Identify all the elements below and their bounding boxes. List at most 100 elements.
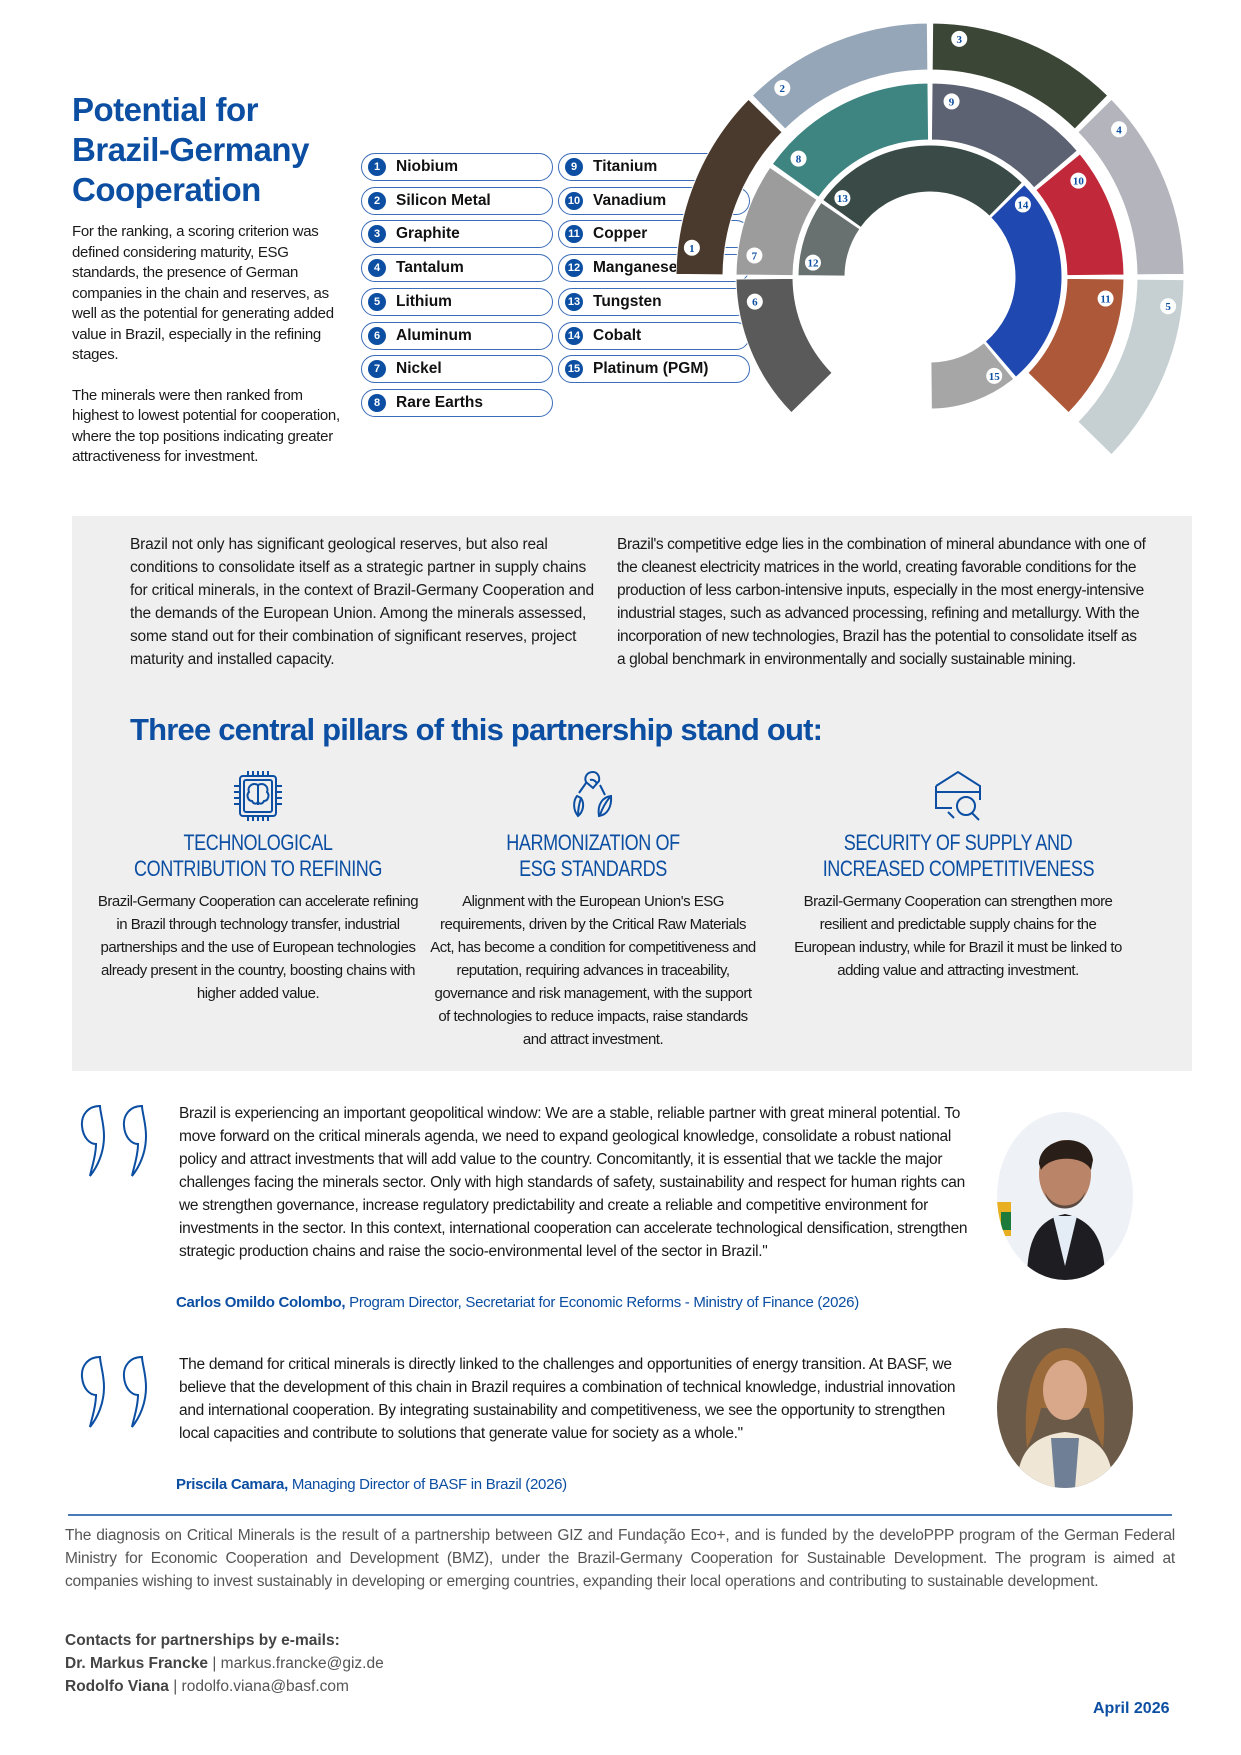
ring-badge — [746, 293, 763, 310]
legend-item-silicon-metal: 2 Silicon Metal — [361, 186, 553, 215]
ring-badge-label: 5 — [1165, 301, 1171, 313]
legend-item-graphite: 3 Graphite — [361, 220, 553, 249]
rank-badge: 1 — [368, 158, 386, 176]
rank-badge: 14 — [565, 326, 583, 345]
contact-name: Dr. Markus Francke — [65, 1655, 209, 1672]
ring-badge — [943, 93, 960, 110]
mineral-name: Titanium — [593, 158, 658, 175]
ring-segment-6 — [735, 277, 833, 414]
ring-badge — [790, 150, 807, 167]
legend-item-tungsten: 13 Tungsten — [558, 287, 750, 316]
quote-text: Brazil is experiencing an important geop… — [179, 1105, 968, 1260]
ring-badge — [986, 367, 1003, 384]
ring-segment-2 — [751, 22, 929, 130]
publication-date: April 2026 — [1093, 1700, 1170, 1717]
footer-divider — [68, 1514, 1172, 1516]
pillar-body: Alignment with the European Union's ESG … — [430, 893, 756, 1048]
ring-segment-13 — [821, 144, 1024, 229]
mineral-name: Silicon Metal — [396, 191, 491, 209]
ring-badge — [1070, 172, 1087, 189]
ring-badge-label: 4 — [1116, 124, 1122, 136]
pillar-title: ESG STANDARDS — [519, 856, 667, 881]
ring-badge — [1160, 298, 1177, 315]
intro-paragraph: For the ranking, a scoring criterion was… — [72, 223, 334, 363]
intro-text: For the ranking, a scoring criterion was… — [72, 222, 352, 468]
ring-badge-label: 8 — [796, 154, 802, 166]
ring-badge-label: 15 — [989, 371, 1001, 383]
ring-badge-label: 6 — [752, 297, 758, 309]
rank-badge: 3 — [368, 225, 386, 244]
avatar-carlos-colombo — [997, 1112, 1133, 1280]
mineral-name: Tungsten — [593, 292, 662, 310]
ring-badge — [804, 254, 821, 271]
mineral-name: Nickel — [396, 360, 442, 378]
ring-badge-label: 10 — [1073, 176, 1085, 188]
ring-badge-label: 14 — [1017, 199, 1029, 211]
mineral-name: Rare Earths — [396, 393, 484, 411]
ring-segment-4 — [1077, 98, 1185, 276]
contact-email[interactable]: | rodolfo.viana@basf.com — [168, 1678, 349, 1695]
mineral-name: Lithium — [396, 292, 452, 310]
quote-author-role: Managing Director of BASF in Brazil (202… — [287, 1476, 567, 1493]
legend-item-lithium: 5 Lithium — [361, 287, 553, 316]
title-line: Potential for — [72, 91, 259, 128]
mineral-name: Niobium — [396, 158, 458, 175]
ring-badge-label: 7 — [752, 250, 758, 262]
quote-mark-icon — [80, 1355, 148, 1428]
pillar-title: TECHNOLOGICAL — [183, 830, 333, 855]
legend-item-vanadium: 10 Vanadium — [558, 186, 750, 215]
contact-email[interactable]: | markus.francke@giz.de — [208, 1655, 384, 1672]
ring-badge-label: 3 — [956, 34, 962, 46]
chip-brain-icon — [234, 771, 282, 821]
ring-segment-15 — [930, 341, 1015, 410]
mineral-name: Graphite — [396, 225, 460, 243]
ring-badge-label: 9 — [949, 96, 955, 108]
context-paragraph: Brazil's competitive edge lies in the co… — [617, 536, 1146, 668]
mineral-name: Vanadium — [593, 191, 667, 209]
avatar-priscila-camara — [997, 1328, 1133, 1488]
rank-badge: 5 — [368, 292, 386, 311]
ring-segment-9 — [930, 82, 1079, 189]
pillar-title: HARMONIZATION OF — [506, 830, 680, 855]
ring-badge — [683, 239, 700, 256]
rank-badge: 2 — [368, 191, 386, 210]
ring-badge-label: 2 — [780, 83, 786, 95]
ring-segment-14 — [984, 183, 1063, 378]
rank-badge: 12 — [565, 259, 583, 278]
footer-text: The diagnosis on Critical Minerals is th… — [65, 1527, 1175, 1590]
legend-item-titanium: 9 Titanium — [558, 153, 750, 181]
title-line: Cooperation — [72, 171, 261, 208]
pillar-title: INCREASED COMPETITIVENESS — [822, 856, 1095, 881]
rank-badge: 10 — [565, 191, 583, 210]
contact-name: Rodolfo Viana — [65, 1678, 169, 1695]
rank-badge: 6 — [368, 326, 386, 345]
mineral-name: Cobalt — [593, 326, 642, 344]
ring-badge — [774, 79, 791, 96]
rank-badge: 13 — [565, 292, 583, 311]
ring-segment-1 — [676, 98, 783, 276]
rank-badge: 9 — [565, 158, 583, 176]
quote-author: Carlos Omildo Colombo, — [176, 1294, 346, 1311]
title-line: Brazil-Germany — [72, 131, 309, 168]
page-title: Potential for Brazil-Germany Cooperation — [72, 90, 309, 210]
ring-segment-11 — [1027, 277, 1125, 414]
legend-item-niobium: 1 Niobium — [361, 153, 553, 181]
quote-attribution: Carlos Omildo Colombo, Program Director,… — [176, 1294, 859, 1311]
legend-item-cobalt: 14 Cobalt — [558, 321, 750, 350]
ring-segment-8 — [771, 82, 930, 198]
ring-badge — [1111, 121, 1128, 138]
rank-badge: 15 — [565, 360, 583, 379]
mineral-name: Copper — [593, 225, 648, 243]
ring-segment-5 — [1077, 278, 1185, 456]
contacts-heading: Contacts for partnerships by e-mails: — [65, 1632, 340, 1649]
